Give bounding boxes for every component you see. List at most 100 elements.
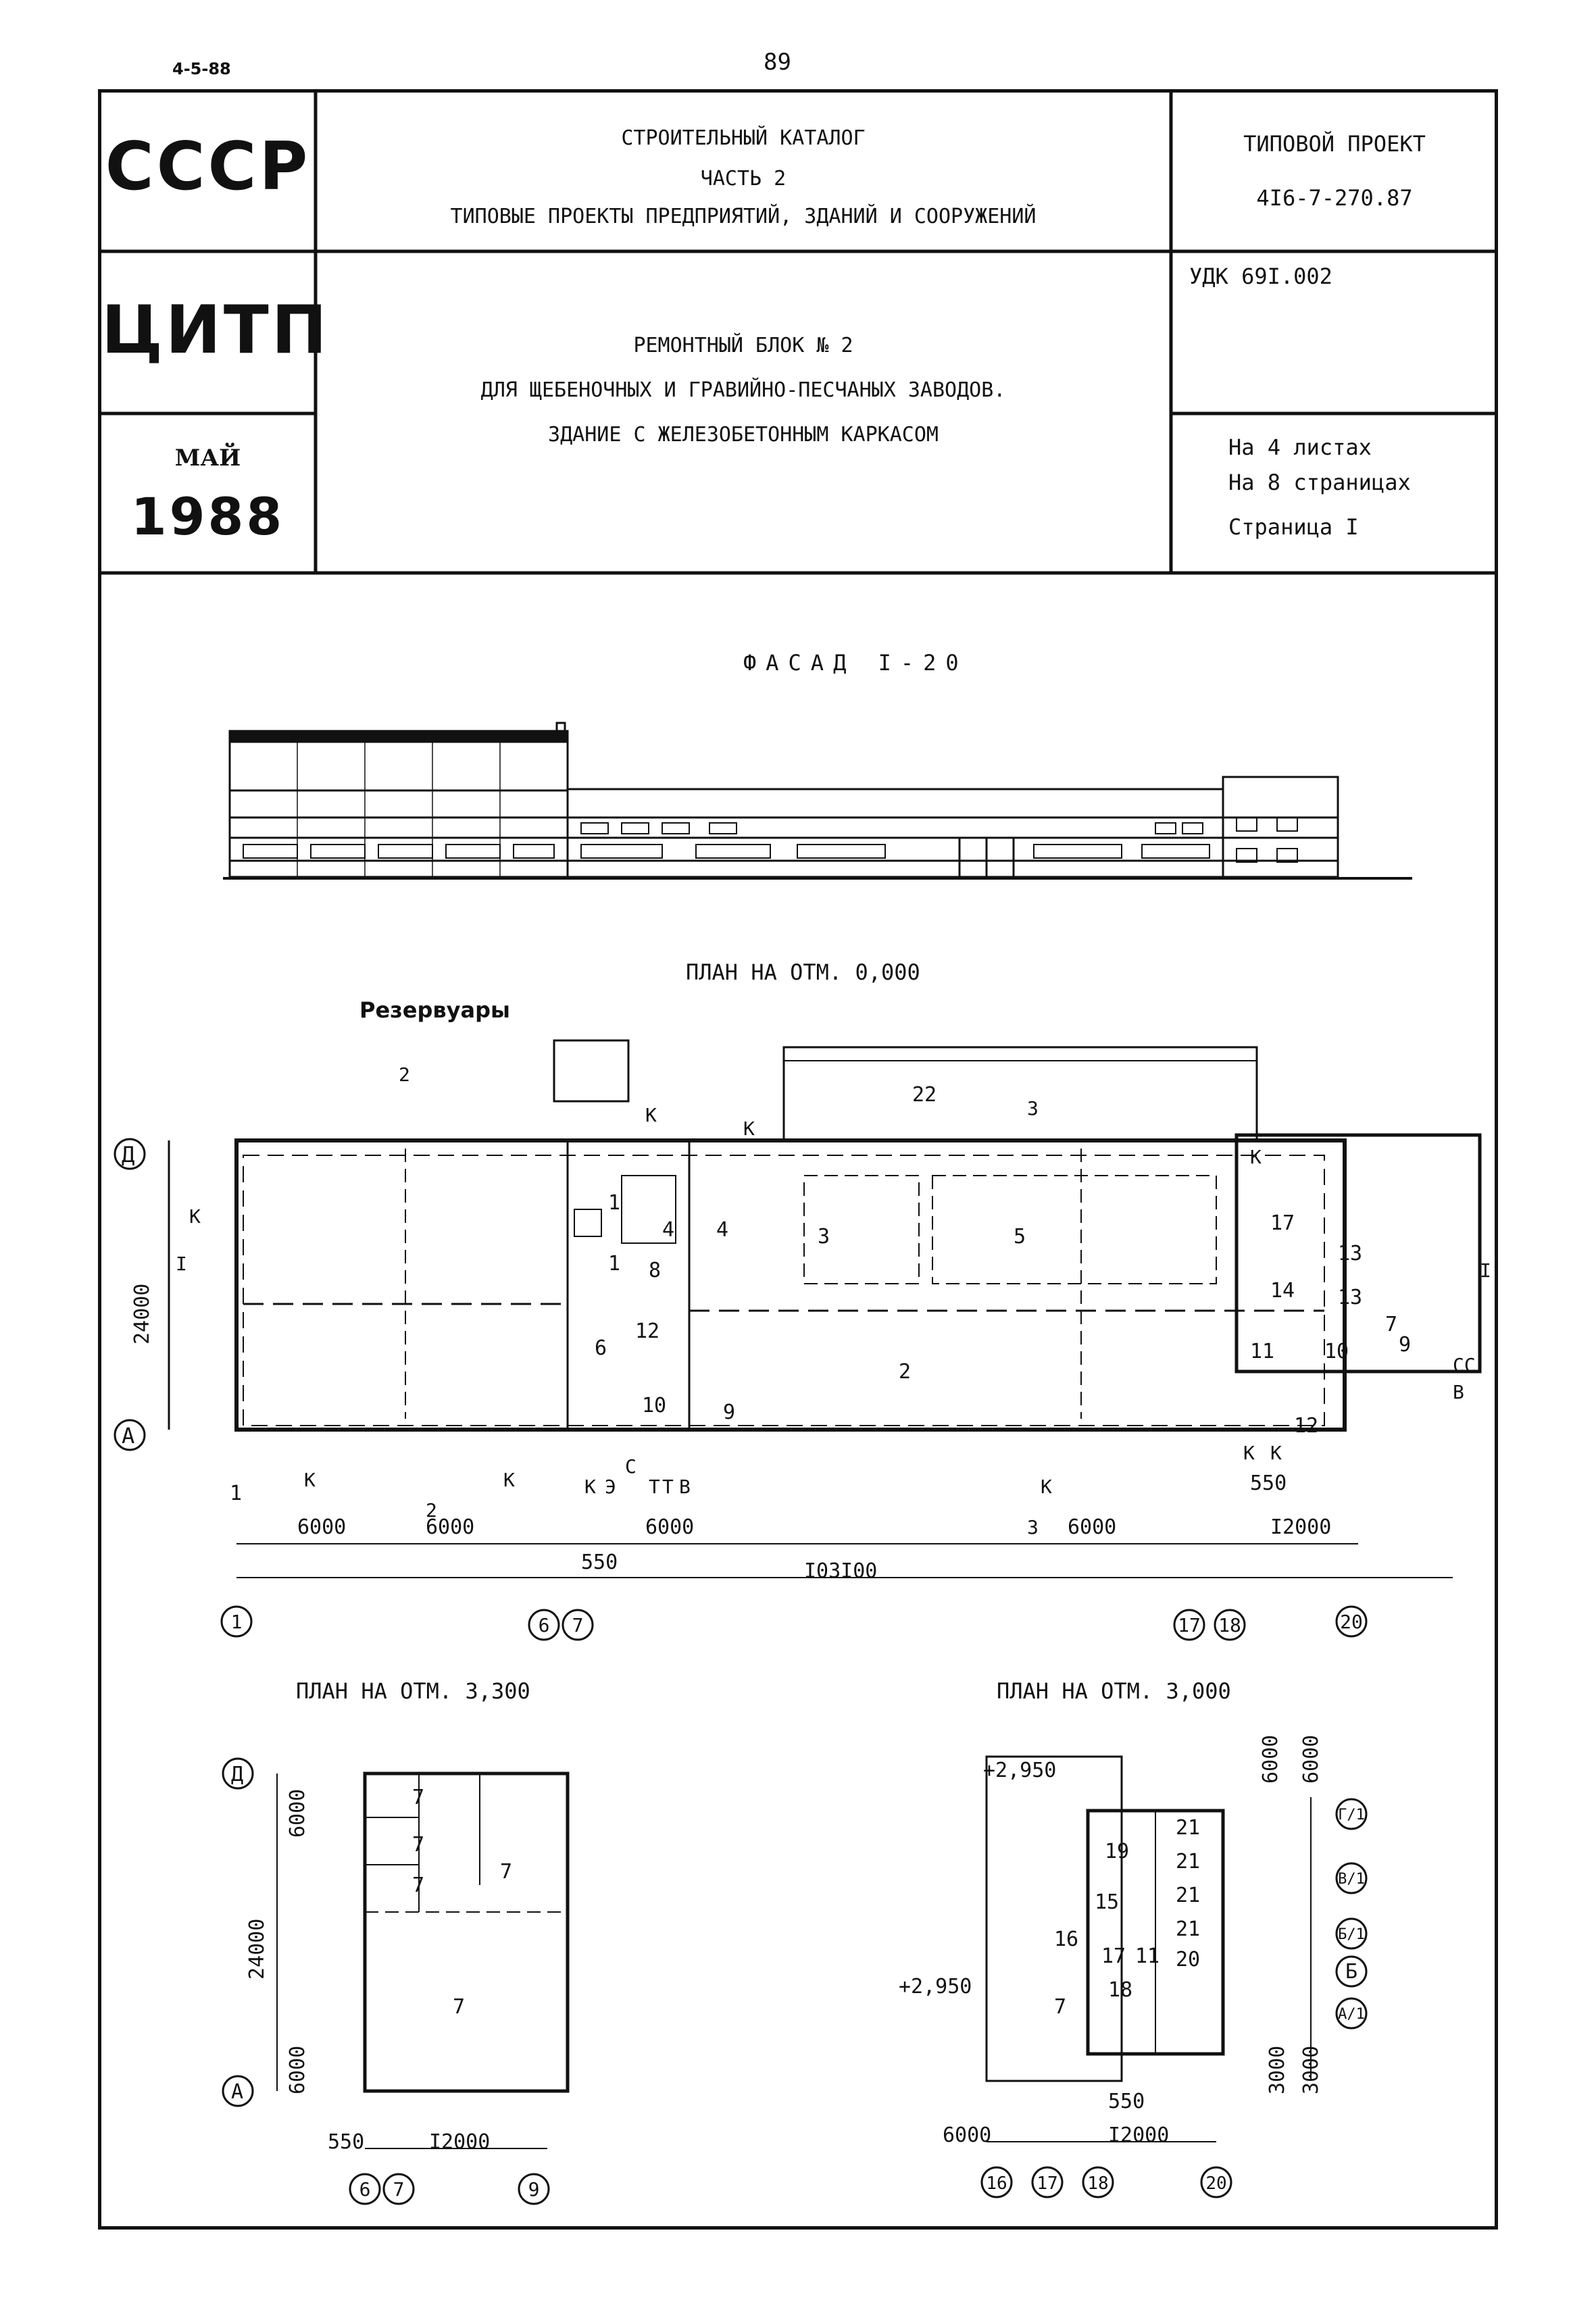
- r330-room-7a: 7: [412, 1786, 424, 1809]
- axis-B1-300: Б/1: [1338, 1926, 1365, 1943]
- axis-A1-300: А/1: [1338, 2006, 1365, 2023]
- r300-dim-550: 550: [1108, 2090, 1145, 2113]
- main-room-1a: 1: [230, 1482, 242, 1505]
- catalog-line-1: СТРОИТЕЛЬНЫЙ КАТАЛОГ: [621, 126, 866, 150]
- r330-room-7d: 7: [500, 1860, 512, 1884]
- r300-room-21b: 21: [1176, 1850, 1200, 1873]
- main-pipe-k-8: К: [1243, 1442, 1255, 1464]
- main-section-I-1: I: [176, 1253, 187, 1275]
- main-section-2-2: 2: [426, 1499, 437, 1521]
- main-room-2: 2: [899, 1360, 911, 1384]
- main-pipe-v-2: В: [1453, 1381, 1464, 1403]
- main-pipe-k-1: К: [189, 1205, 201, 1228]
- main-pipe-cc: СС: [1453, 1354, 1476, 1376]
- r330-dim-550: 550: [328, 2130, 364, 2154]
- r330-room-7c: 7: [412, 1873, 424, 1897]
- axis-17-main: 17: [1178, 1614, 1201, 1636]
- r330-dim-24000: 24000: [245, 1919, 269, 1980]
- sheets-count: На 4 листах: [1228, 434, 1372, 460]
- project-label: ТИПОВОЙ ПРОЕКТ: [1243, 131, 1426, 157]
- axis-16-300: 16: [986, 2173, 1007, 2194]
- r300-level-2: +2,950: [899, 1975, 972, 1998]
- main-section-3-1: 3: [1027, 1097, 1039, 1120]
- main-dim-6000-1: 6000: [297, 1515, 346, 1539]
- main-room-11: 11: [1250, 1340, 1274, 1363]
- main-room-12b: 12: [1294, 1414, 1318, 1438]
- facade-windows: [243, 817, 1298, 863]
- r300-room-15: 15: [1095, 1890, 1119, 1914]
- axis-7-330: 7: [393, 2178, 405, 2200]
- drawing-frame: [98, 89, 1498, 2230]
- ussr-label: СССР: [105, 128, 311, 205]
- main-pipe-k-9: К: [1270, 1442, 1282, 1464]
- main-room-10b: 10: [1324, 1340, 1349, 1363]
- axis-G1-300: Г/1: [1338, 1807, 1365, 1823]
- plan-main-drawing: Д А 1 1 1 4 4 3 5 2 6 8 12 10 9 22 17 13…: [114, 1039, 1491, 1641]
- main-room-1b: 1: [608, 1191, 620, 1215]
- year-label: 1988: [130, 486, 285, 547]
- r300-room-17: 17: [1101, 1944, 1126, 1968]
- title-line-1: РЕМОНТНЫЙ БЛОК № 2: [633, 334, 853, 357]
- citp-label: ЦИТП: [101, 292, 330, 369]
- r330-dim-6000a: 6000: [286, 1789, 309, 1838]
- main-room-12a: 12: [635, 1319, 659, 1343]
- facade-title: ФАСАД I-20: [743, 650, 968, 676]
- main-room-13b: 13: [1338, 1286, 1362, 1309]
- r300-dim-3000b: 3000: [1299, 2046, 1323, 2094]
- main-pipe-k-2: К: [304, 1469, 316, 1491]
- main-room-1c: 1: [608, 1252, 620, 1276]
- r300-dim-12000: I2000: [1108, 2123, 1169, 2147]
- r300-room-18: 18: [1108, 1978, 1132, 2002]
- main-dim-6000-4: 6000: [1068, 1515, 1116, 1539]
- main-pipe-c: С: [625, 1455, 637, 1478]
- axis-A-main: А: [122, 1423, 134, 1449]
- main-pipe-k-6: К: [743, 1117, 755, 1140]
- pages-count: На 8 страницах: [1228, 470, 1411, 495]
- main-room-8: 8: [649, 1259, 661, 1282]
- main-room-4a: 4: [662, 1218, 674, 1242]
- main-pipe-k-7: К: [1041, 1476, 1052, 1498]
- main-pipe-k-4: К: [584, 1476, 596, 1498]
- r300-room-11: 11: [1135, 1944, 1159, 1968]
- main-dim-6000-2: 6000: [426, 1515, 474, 1539]
- axis-A-330: А: [231, 2080, 243, 2104]
- main-pipe-k-5: К: [645, 1104, 657, 1126]
- r300-dim-6000c: 6000: [943, 2123, 991, 2147]
- r300-level-1: +2,950: [983, 1759, 1056, 1782]
- main-dim-12000: I2000: [1270, 1515, 1331, 1539]
- axis-D-330: Д: [231, 1763, 243, 1786]
- main-pipe-k-10: К: [1250, 1146, 1262, 1168]
- main-pipe-k-3: К: [503, 1469, 515, 1491]
- axis-9-330: 9: [528, 2178, 540, 2200]
- reservoirs-label: Резервуары: [359, 997, 510, 1023]
- r300-room-21c: 21: [1176, 1884, 1200, 1907]
- r300-room-21d: 21: [1176, 1917, 1200, 1941]
- axis-7-main: 7: [572, 1614, 584, 1636]
- main-dim-550-1: 550: [1250, 1472, 1287, 1495]
- plan-main-title: ПЛАН НА ОТМ. 0,000: [686, 959, 920, 985]
- main-dim-24000: 24000: [130, 1284, 154, 1344]
- axis-6-main: 6: [539, 1614, 550, 1636]
- main-room-3: 3: [818, 1225, 830, 1249]
- axis-18-300: 18: [1087, 2173, 1108, 2194]
- axis-B-300: Б: [1345, 1960, 1357, 1984]
- main-room-14: 14: [1270, 1279, 1295, 1303]
- r300-room-16: 16: [1054, 1928, 1078, 1951]
- main-section-2-1: 2: [399, 1063, 410, 1086]
- page-index: Страница I: [1228, 514, 1359, 540]
- axis-V1-300: В/1: [1338, 1871, 1365, 1888]
- title-line-2: ДЛЯ ЩЕБЕНОЧНЫХ И ГРАВИЙНО-ПЕСЧАНЫХ ЗАВОД…: [480, 378, 1006, 402]
- main-dim-103100: I03I00: [804, 1559, 877, 1583]
- r300-room-19: 19: [1105, 1840, 1129, 1863]
- axis-6-330: 6: [359, 2178, 371, 2200]
- axis-1-main: 1: [231, 1611, 243, 1633]
- catalog-line-2: ЧАСТЬ 2: [700, 167, 787, 191]
- plan-330-title: ПЛАН НА ОТМ. 3,300: [296, 1678, 530, 1704]
- facade-drawing: [223, 722, 1412, 880]
- title-line-3: ЗДАНИЕ С ЖЕЛЕЗОБЕТОННЫМ КАРКАСОМ: [548, 423, 939, 447]
- month-label: МАЙ: [174, 445, 241, 472]
- main-room-9b: 9: [1399, 1333, 1411, 1357]
- main-room-7: 7: [1385, 1313, 1397, 1336]
- plan-300-title: ПЛАН НА ОТМ. 3,000: [997, 1678, 1231, 1704]
- main-section-I-2: I: [1480, 1259, 1491, 1282]
